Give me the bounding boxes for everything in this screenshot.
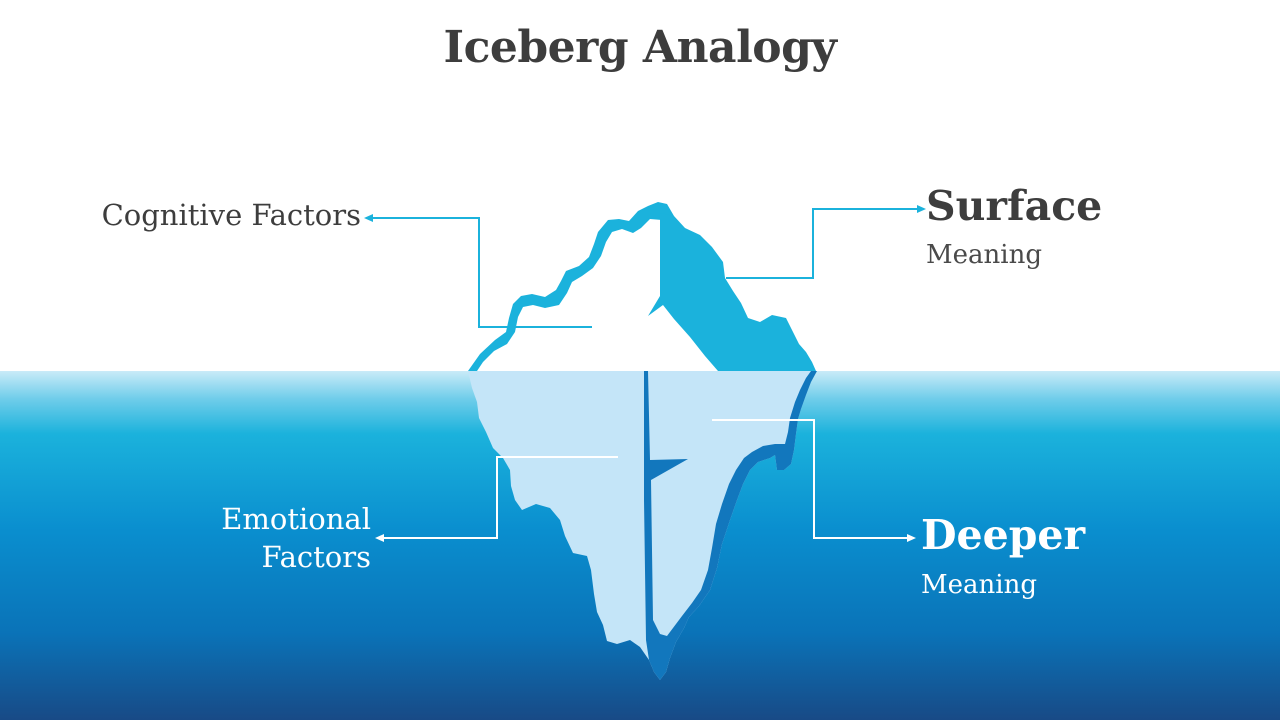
iceberg-submerged bbox=[468, 371, 817, 680]
label-surface-heading: Surface bbox=[926, 182, 1102, 230]
label-surface-sub: Meaning bbox=[926, 240, 1042, 270]
label-deeper-sub: Meaning bbox=[921, 570, 1037, 600]
arrowhead-deeper bbox=[907, 534, 916, 542]
label-cognitive-factors: Cognitive Factors bbox=[102, 198, 361, 232]
label-deeper-heading: Deeper bbox=[921, 511, 1085, 559]
arrowhead-cognitive bbox=[364, 214, 373, 222]
connector-surface bbox=[726, 209, 918, 278]
arrowhead-surface bbox=[917, 205, 926, 213]
iceberg-tip-outline bbox=[468, 202, 674, 371]
arrowhead-emotional bbox=[375, 534, 384, 542]
page-title: Iceberg Analogy bbox=[0, 22, 1280, 73]
connector-cognitive bbox=[372, 218, 592, 327]
iceberg-tip-shaded-face bbox=[648, 213, 816, 371]
label-emotional-factors: Emotional Factors bbox=[151, 500, 371, 576]
